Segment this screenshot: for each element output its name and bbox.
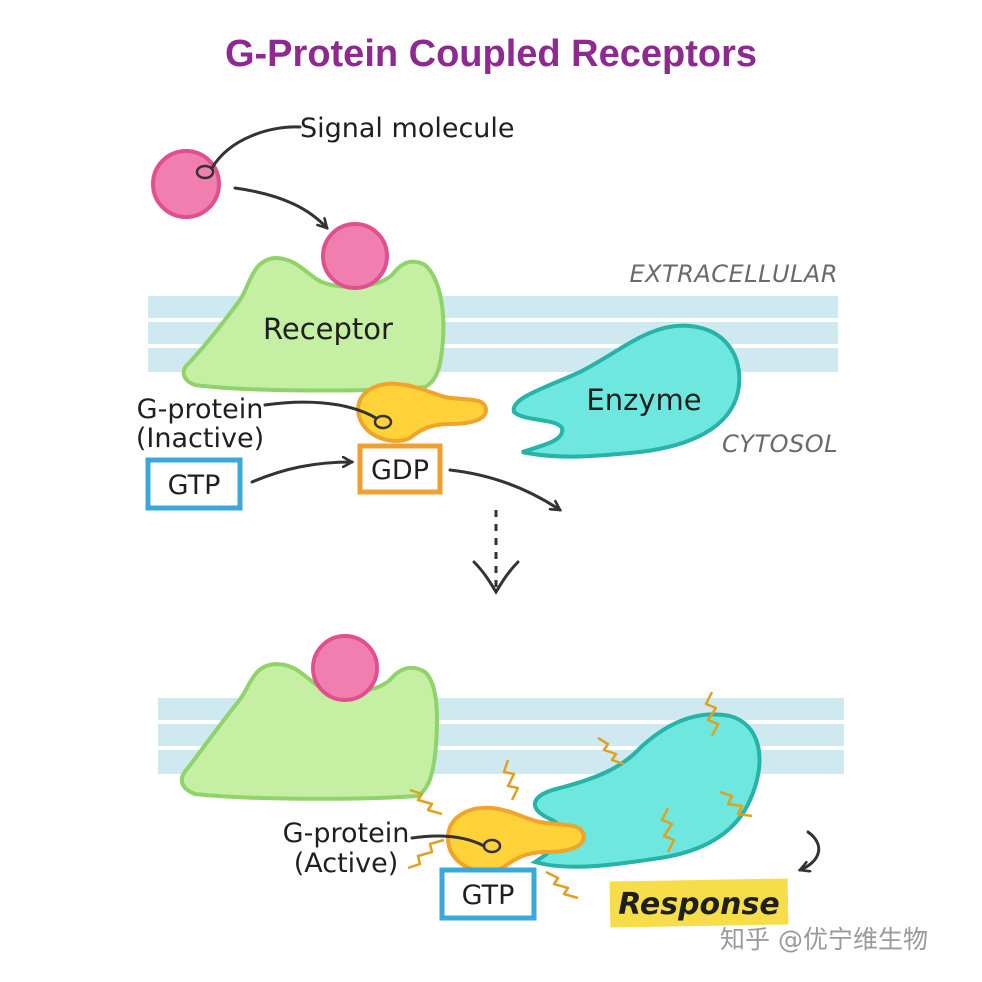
- response-arrow: [800, 830, 821, 870]
- signal-molecule-bound-bottom: [311, 634, 379, 702]
- page-title: G-Protein Coupled Receptors: [225, 33, 757, 75]
- signal-molecule-bound-top: [321, 222, 389, 290]
- gprotein-inactive-label-2: (Inactive): [136, 423, 264, 454]
- enzyme-top: [511, 323, 742, 459]
- watermark: 知乎 @优宁维生物: [720, 925, 928, 954]
- gdp-label: GDP: [371, 455, 429, 486]
- response-label: Response: [618, 887, 779, 922]
- signal-molecule-free: [151, 149, 221, 219]
- gtp-label-bottom: GTP: [462, 880, 515, 911]
- gtp-box-top: GTP: [145, 457, 243, 511]
- enzyme-label: Enzyme: [586, 383, 701, 417]
- receptor-bottom: [179, 661, 439, 801]
- gtp-label-top: GTP: [168, 470, 221, 501]
- extracellular-label: EXTRACELLULAR: [629, 260, 838, 288]
- step-down-arrow: [472, 510, 520, 595]
- receptor-label: Receptor: [263, 312, 393, 346]
- gtp-exchange-arrow: [250, 462, 352, 484]
- gdp-box: GDP: [357, 443, 443, 495]
- gprotein-active-leader: [410, 834, 486, 848]
- enzyme-bottom: [530, 712, 762, 869]
- signal-molecule-label: Signal molecule: [300, 113, 515, 144]
- gprotein-inactive-label-1: G-protein: [137, 394, 264, 425]
- response-badge: Response: [609, 878, 789, 928]
- receptor-top: [181, 255, 446, 393]
- cytosol-label: CYTOSOL: [722, 430, 838, 458]
- gprotein-inactive-leader: [263, 400, 378, 420]
- activation-sparks: [407, 691, 753, 900]
- signal-label-leader: [210, 125, 302, 170]
- binding-arrow: [233, 186, 327, 228]
- gprotein-inactive: [355, 381, 489, 443]
- gdp-release-arrow: [448, 468, 560, 512]
- gtp-box-bottom: GTP: [439, 867, 537, 921]
- gprotein-active-label-1: G-protein: [283, 818, 410, 849]
- gprotein-active-label-2: (Active): [294, 848, 399, 879]
